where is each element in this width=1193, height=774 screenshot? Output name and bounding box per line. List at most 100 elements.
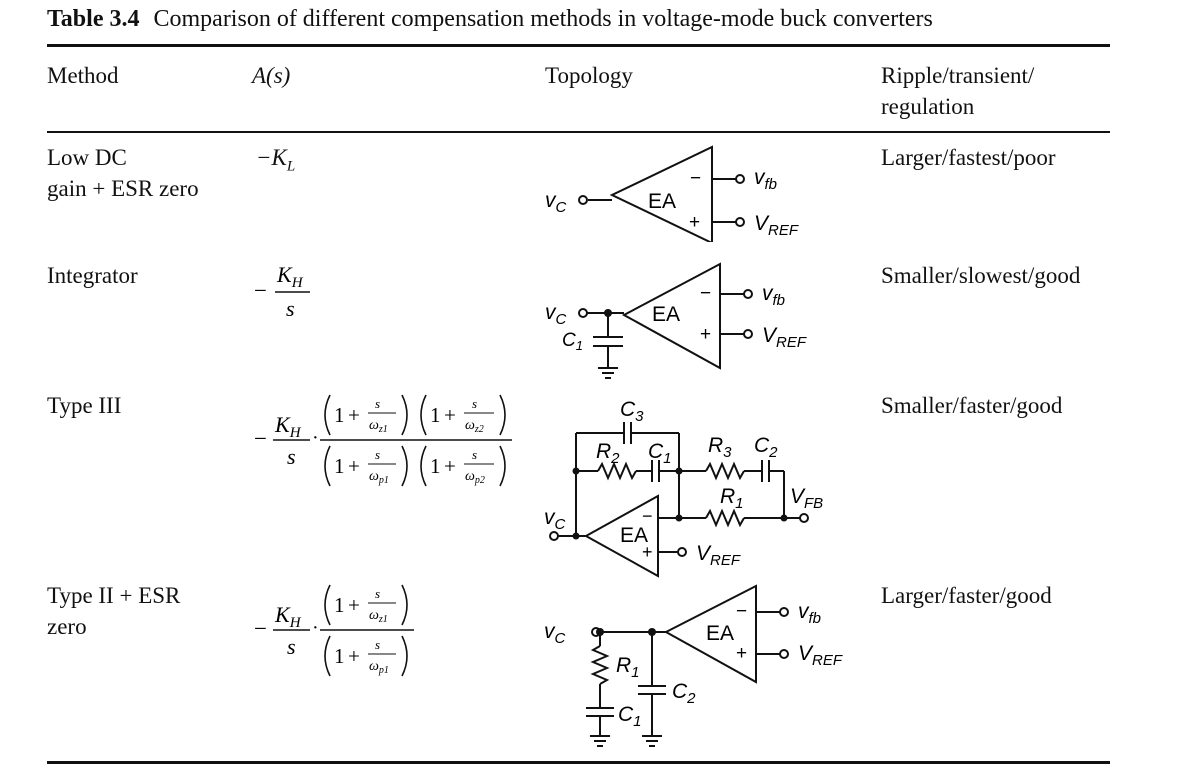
svg-text:s: s	[286, 296, 295, 321]
svg-text:+: +	[348, 593, 360, 617]
row2-method: Integrator	[47, 263, 138, 288]
svg-text:vfb: vfb	[762, 282, 785, 309]
svg-text:ωz1: ωz1	[369, 418, 388, 435]
row1-vfb-label: vfb	[754, 166, 777, 193]
svg-text:+: +	[444, 454, 456, 478]
header-ripple: Ripple/transient/ regulation	[881, 60, 1034, 122]
svg-text:C2: C2	[672, 680, 696, 707]
row2-topology: EA − + vC vfb VREF C1	[545, 262, 807, 379]
svg-text:s: s	[375, 637, 380, 652]
table-title: Comparison of different compensation met…	[153, 6, 933, 32]
row3-r3-resistor	[705, 461, 745, 481]
svg-text:−: −	[254, 616, 267, 641]
svg-text:s: s	[287, 444, 296, 469]
row1-method-line1: Low DC	[47, 145, 127, 170]
row4-ripple: Larger/faster/good	[881, 583, 1052, 608]
svg-text:C1: C1	[648, 440, 672, 467]
svg-text:vC: vC	[544, 620, 566, 647]
svg-text:s: s	[472, 447, 477, 462]
svg-text:R3: R3	[708, 434, 732, 461]
row1-vref-label: VREF	[754, 212, 799, 239]
svg-text:·: ·	[312, 617, 319, 639]
header-rule	[47, 131, 1110, 133]
svg-text:+: +	[348, 403, 360, 427]
row1-minus: −	[690, 168, 701, 189]
row4-as: − KH s · 1 + s ωz1 1 + s ωp1	[254, 584, 414, 677]
svg-text:1: 1	[430, 454, 441, 478]
row4-method-line2: zero	[47, 614, 87, 639]
svg-text:+: +	[642, 542, 653, 562]
svg-text:vC: vC	[544, 506, 566, 533]
row1-method: Low DC gain + ESR zero	[47, 142, 199, 204]
row4-method-line1: Type II + ESR	[47, 583, 181, 608]
svg-text:R1: R1	[616, 654, 640, 681]
svg-text:ωz1: ωz1	[369, 608, 388, 625]
bottom-rule	[47, 761, 1110, 764]
header-ripple-line1: Ripple/transient/	[881, 63, 1035, 88]
row2-as: − KH s	[254, 262, 310, 321]
svg-text:s: s	[375, 396, 380, 411]
svg-text:s: s	[375, 586, 380, 601]
svg-text:KH: KH	[274, 602, 302, 631]
svg-text:1: 1	[430, 403, 441, 427]
header-ripple-line2: regulation	[881, 94, 975, 119]
row4-method: Type II + ESR zero	[47, 580, 180, 642]
row2-ea-triangle	[621, 262, 721, 370]
svg-text:s: s	[287, 634, 296, 659]
svg-text:EA: EA	[620, 524, 648, 547]
svg-text:−: −	[700, 283, 711, 304]
top-rule	[47, 44, 1110, 47]
row3-ea-triangle	[583, 494, 659, 578]
svg-text:VREF: VREF	[762, 324, 807, 351]
svg-text:EA: EA	[706, 622, 734, 645]
svg-text:1: 1	[334, 454, 345, 478]
row2-junction	[604, 309, 612, 317]
svg-text:−: −	[642, 506, 653, 526]
svg-text:C2: C2	[754, 434, 778, 461]
svg-text:1: 1	[334, 593, 345, 617]
svg-text:+: +	[348, 644, 360, 668]
header-as: A(s)	[252, 63, 291, 88]
svg-text:+: +	[444, 403, 456, 427]
svg-text:ωp1: ωp1	[369, 659, 389, 676]
row1-plus: +	[689, 212, 700, 233]
svg-text:VREF: VREF	[696, 542, 741, 569]
row4-topology: vC EA − + vfb VREF R1 C1 C2	[544, 584, 843, 747]
row1-ea-triangle	[609, 145, 713, 242]
svg-text:+: +	[348, 454, 360, 478]
svg-text:C1: C1	[618, 703, 642, 730]
row1-vfb-terminal	[735, 174, 745, 184]
svg-text:VFB: VFB	[790, 485, 823, 512]
row4-ea-triangle	[663, 584, 757, 684]
row1-ripple: Larger/fastest/poor	[881, 145, 1056, 170]
row1-vc-label: vC	[545, 189, 567, 216]
row2-ripple: Smaller/slowest/good	[881, 263, 1081, 288]
row3-vfb-terminal	[799, 513, 809, 523]
svg-text:·: ·	[312, 427, 319, 449]
svg-text:−: −	[736, 601, 747, 622]
svg-text:R2: R2	[596, 440, 620, 467]
row3-r2-resistor	[597, 461, 637, 481]
svg-text:−: −	[254, 426, 267, 451]
svg-text:s: s	[472, 396, 477, 411]
row3-as: − KH s · 1 + s ωz1 1 + s ωz2 1 + s ωp1 1…	[254, 394, 512, 487]
table-number: Table 3.4	[47, 6, 140, 32]
row1-as-text: −K	[256, 145, 287, 170]
svg-text:ωp2: ωp2	[465, 469, 485, 486]
row3-r1-resistor	[705, 508, 745, 528]
svg-text:+: +	[736, 643, 747, 664]
svg-text:ωz2: ωz2	[465, 418, 484, 435]
svg-text:KH: KH	[276, 262, 304, 291]
row3-method: Type III	[47, 393, 122, 418]
row1-method-line2: gain + ESR zero	[47, 176, 199, 201]
svg-text:EA: EA	[652, 303, 680, 326]
row1-vc-terminal	[578, 195, 588, 205]
row3-ripple: Smaller/faster/good	[881, 393, 1063, 418]
row1-topology: EA − + vC vfb VREF	[545, 145, 799, 242]
row1-vref-terminal	[735, 217, 745, 227]
row4-r1-resistor	[590, 645, 610, 685]
svg-text:−: −	[254, 278, 267, 303]
header-topology: Topology	[545, 63, 633, 88]
svg-text:1: 1	[334, 403, 345, 427]
row1-as-sub: L	[286, 158, 296, 175]
